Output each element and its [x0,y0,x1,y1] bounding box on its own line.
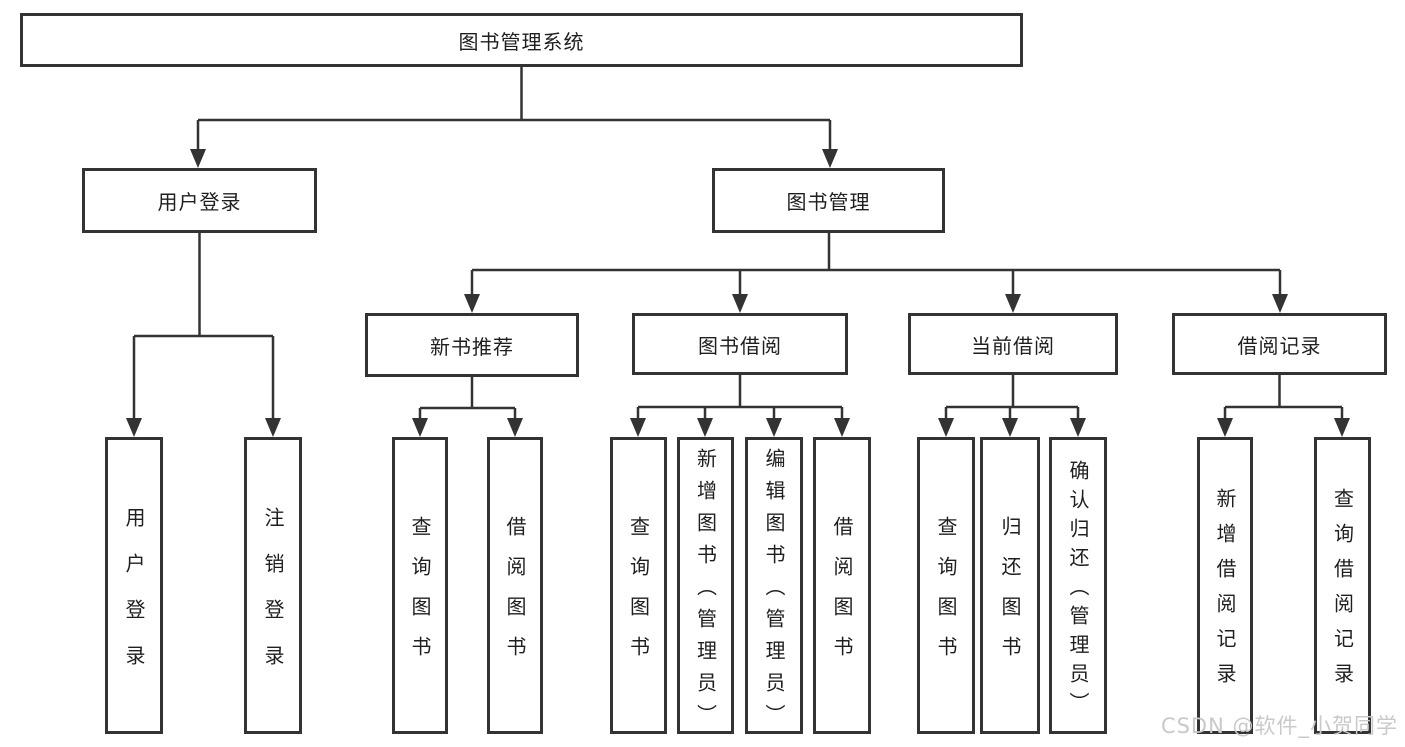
leaf-label: 用户登录 [122,506,146,691]
leaf-query-books: 查询图书 [392,437,448,734]
node-current-borrow: 当前借阅 [908,313,1118,375]
arrowhead-icons [126,149,1350,437]
node-label: 当前借阅 [971,333,1055,358]
node-book-management: 图书管理 [712,168,945,233]
node-book-borrow: 图书借阅 [632,313,848,375]
leaf-borrow-books: 借阅图书 [487,437,543,734]
leaf-return-books: 归还图书 [980,437,1040,734]
node-label: 图书借阅 [698,333,782,358]
node-user-login: 用户登录 [82,168,317,233]
node-label: 图书管理系统 [458,29,585,54]
leaf-add-books-admin: 新增图书（管理员） [677,437,734,736]
node-label: 用户登录 [157,190,242,214]
leaf-borrow-books: 借阅图书 [813,437,871,734]
leaf-label: 注销登录 [261,506,285,691]
leaf-label: 新增图书（管理员） [693,447,718,736]
leaf-label: 查询借阅记录 [1330,488,1355,698]
leaf-query-books: 查询图书 [610,437,667,734]
leaf-label: 新增借阅记录 [1213,488,1237,698]
node-root-library-system: 图书管理系统 [20,13,1023,67]
node-borrow-records: 借阅记录 [1172,313,1387,375]
leaf-label: 查询图书 [408,515,432,676]
node-new-book-recommend: 新书推荐 [365,313,579,377]
node-label: 新书推荐 [430,334,514,359]
leaf-edit-books-admin: 编辑图书（管理员） [745,437,803,736]
leaf-label: 归还图书 [998,515,1022,676]
leaf-label: 查询图书 [626,515,651,676]
leaf-label: 借阅图书 [503,515,527,676]
leaf-add-borrow-record: 新增借阅记录 [1197,437,1253,734]
leaf-query-borrow-record: 查询借阅记录 [1314,437,1371,734]
leaf-label: 查询图书 [934,515,958,676]
node-label: 借阅记录 [1237,333,1322,358]
leaf-label: 借阅图书 [830,515,854,676]
leaf-logout: 注销登录 [244,437,302,734]
csdn-watermark: CSDN @软件_小贺同学 [1160,714,1398,738]
leaf-user-login: 用户登录 [105,437,163,734]
leaf-label: 确认归还（管理员） [1066,459,1090,721]
leaf-query-books: 查询图书 [917,437,975,734]
leaf-confirm-return-admin: 确认归还（管理员） [1049,437,1107,734]
node-label: 图书管理 [786,190,871,214]
leaf-label: 编辑图书（管理员） [762,447,786,736]
